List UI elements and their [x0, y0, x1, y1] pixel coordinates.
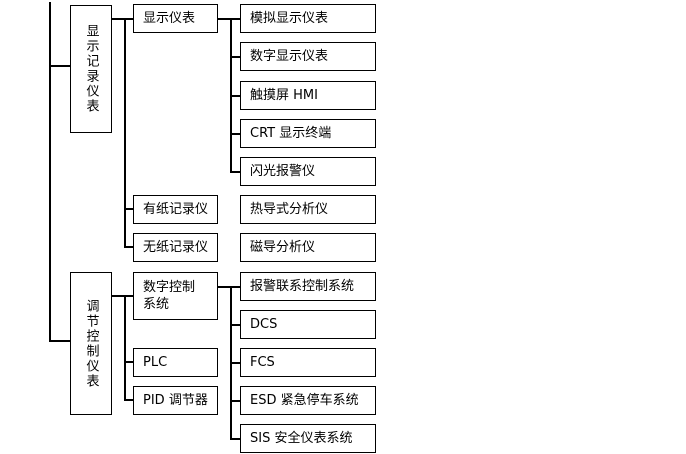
- node-sis[interactable]: SIS 安全仪表系统: [240, 424, 376, 453]
- stub-dcsgroup-from-parent: [217, 286, 232, 289]
- stub-display-to-level3: [217, 18, 232, 21]
- root-trunk-line: [49, 2, 52, 342]
- node-display-instrument[interactable]: 显示仪表: [133, 4, 218, 33]
- stub-digital-display: [230, 56, 240, 59]
- trunk-display-instrument-children: [230, 18, 233, 171]
- root-stub-regulate-control: [49, 340, 71, 343]
- node-display-record[interactable]: 显示记录仪表: [70, 5, 112, 133]
- stub-dcs: [230, 324, 240, 327]
- stub-display-instrument: [112, 18, 134, 21]
- node-magnetic-conductivity-analyzer[interactable]: 磁导分析仪: [240, 233, 376, 262]
- trunk-regulate-control-children: [124, 295, 127, 400]
- stub-touch-hmi: [230, 95, 240, 98]
- stub-analog-display: [230, 18, 240, 21]
- node-touch-hmi[interactable]: 触摸屏 HMI: [240, 81, 376, 110]
- stub-crt-terminal: [230, 133, 240, 136]
- node-analog-display[interactable]: 模拟显示仪表: [240, 4, 376, 33]
- trunk-display-record-children: [124, 18, 127, 247]
- node-paper-recorder[interactable]: 有纸记录仪: [133, 195, 218, 224]
- node-flash-alarm[interactable]: 闪光报警仪: [240, 157, 376, 186]
- node-alarm-interlock-system[interactable]: 报警联系控制系统: [240, 272, 376, 301]
- node-plc[interactable]: PLC: [133, 348, 218, 377]
- stub-paperless-recorder: [124, 246, 134, 249]
- stub-alarm-interlock-system: [230, 286, 240, 289]
- node-digital-control-system[interactable]: 数字控制 系统: [133, 272, 218, 320]
- node-digital-display[interactable]: 数字显示仪表: [240, 42, 376, 71]
- stub-sis: [230, 438, 240, 441]
- node-dcs[interactable]: DCS: [240, 310, 376, 339]
- node-crt-terminal[interactable]: CRT 显示终端: [240, 119, 376, 148]
- stub-esd: [230, 400, 240, 403]
- stub-paper-recorder: [124, 208, 134, 211]
- stub-plc: [124, 361, 134, 364]
- node-fcs[interactable]: FCS: [240, 348, 376, 377]
- root-stub-display-record: [49, 65, 71, 68]
- node-thermal-conductivity-analyzer[interactable]: 热导式分析仪: [240, 195, 376, 224]
- stub-fcs: [230, 362, 240, 365]
- stub-flash-alarm: [230, 171, 240, 174]
- node-paperless-recorder[interactable]: 无纸记录仪: [133, 233, 218, 262]
- stub-pid-regulator: [124, 399, 134, 402]
- stub-digital-control-system: [112, 295, 134, 298]
- node-pid-regulator[interactable]: PID 调节器: [133, 386, 218, 415]
- node-esd[interactable]: ESD 紧急停车系统: [240, 386, 376, 415]
- node-regulate-control[interactable]: 调节控制仪表: [70, 272, 112, 415]
